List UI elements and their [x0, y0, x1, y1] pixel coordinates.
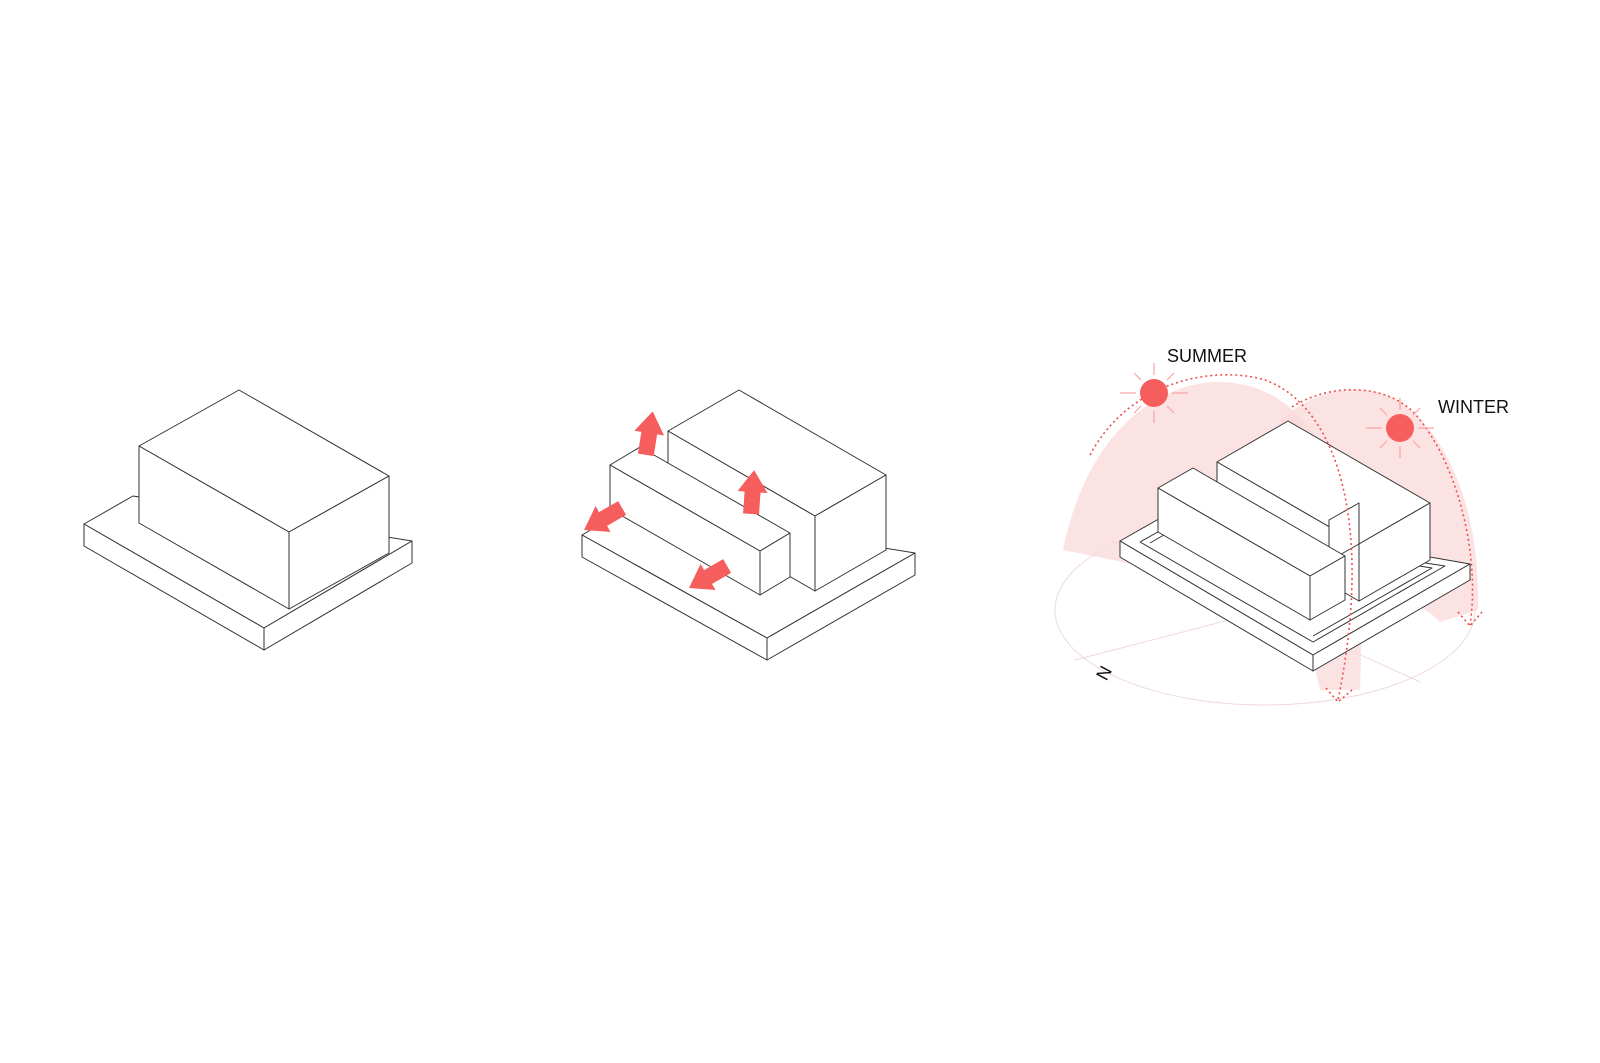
- summer-label: SUMMER: [1167, 346, 1247, 366]
- sun-path-winter: [1291, 389, 1483, 628]
- sun-path-summer: [1089, 374, 1353, 704]
- diagram-massing-base: [83, 389, 413, 651]
- arrow-icon-up-left: [634, 411, 665, 457]
- arrow-icon-up-right: [737, 470, 768, 515]
- arrow-icon-down-right: [689, 559, 732, 590]
- winter-label: WINTER: [1438, 397, 1509, 417]
- diagram-sun-study: SUMMER WINTER N: [1054, 346, 1509, 706]
- diagram-massing-split: [581, 389, 916, 661]
- arrow-icon-down-left: [584, 501, 627, 532]
- north-marker: N: [1092, 663, 1116, 684]
- sun-icon-summer: [1120, 363, 1188, 423]
- sun-icon-winter: [1366, 398, 1434, 458]
- main-volume: [138, 389, 390, 610]
- front-volume: [1157, 467, 1346, 621]
